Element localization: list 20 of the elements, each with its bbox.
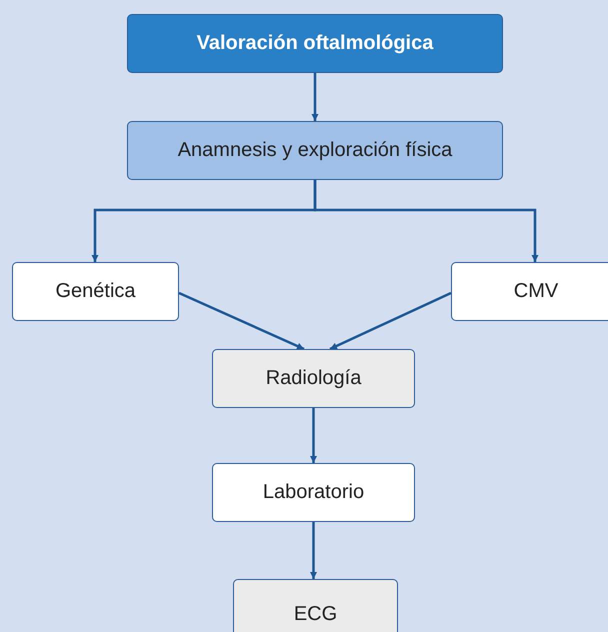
title-box <box>127 14 503 73</box>
box-label: CMV <box>514 280 558 303</box>
arrow <box>310 408 317 463</box>
box-label: Genética <box>55 280 136 303</box>
arrow <box>178 292 305 350</box>
box-label: Radiología <box>266 367 362 390</box>
process-box <box>233 579 398 632</box>
box-label: Valoración oftalmológica <box>196 32 434 55</box>
process-box <box>12 262 179 321</box>
process-box <box>212 463 415 522</box>
process-box <box>127 121 503 180</box>
arrow <box>314 180 538 262</box>
arrow <box>310 522 317 579</box>
box-label: ECG <box>294 602 338 626</box>
box-label: Anamnesis y exploración física <box>178 139 452 162</box>
arrow <box>312 73 318 121</box>
arrow <box>329 292 452 350</box>
process-box <box>451 262 608 321</box>
process-box <box>212 349 415 408</box>
box-label: Laboratorio <box>262 481 364 504</box>
